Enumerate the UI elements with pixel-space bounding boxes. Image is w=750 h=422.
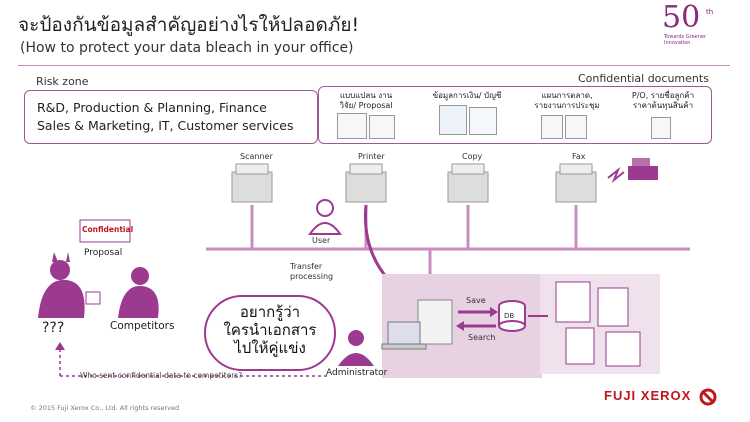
confidential-docs-label: Confidential documents (578, 72, 709, 85)
user-label: User (312, 236, 331, 245)
thought-bubble: อยากรู้ว่า ใครนำเอกสาร ไปให้คู่แข่ง (204, 295, 336, 371)
risk-zone-line-1: R&D, Production & Planning, Finance (37, 100, 267, 115)
proposal-label: Proposal (84, 248, 123, 258)
competitor-figure-icon (118, 267, 159, 318)
question-marks: ??? (42, 320, 65, 336)
slide-subtitle: (How to protect your data bleach in your… (20, 40, 354, 56)
risk-zone-label: Risk zone (36, 75, 89, 88)
printer-icon (345, 163, 387, 203)
printer-label: Printer (358, 152, 385, 161)
search-label: Search (468, 333, 496, 342)
report-thumbnail (541, 115, 563, 139)
doc-item-po: P/O, รายชื่อลูกค้า ราคาต้นทุนสินค้า (631, 91, 695, 110)
save-label: Save (466, 296, 486, 305)
fax-signal-icon (607, 166, 625, 184)
administrator-label: Administrator (326, 368, 388, 378)
fax-label: Fax (572, 152, 586, 161)
save-arrow-head (490, 307, 498, 317)
database-icon (498, 300, 526, 332)
bubble-line-1: อยากรู้ว่า (239, 303, 301, 321)
doc-item-finance: ข้อมูลการเงิน/ บัญชี (432, 91, 502, 100)
handover-document-icon (85, 291, 101, 305)
who-sent-caption: Who sent confidential data to competitor… (80, 371, 243, 380)
fax-device-icon (628, 158, 658, 180)
record-doc-4 (605, 331, 641, 367)
db-label: DB (504, 312, 515, 320)
fax-machine-icon (555, 163, 597, 203)
chart-thumbnail (469, 107, 497, 135)
doc-item-proposal: แบบแปลน งาน วิจัย/ Proposal (339, 91, 393, 110)
brand-logo-text: FUJI XEROX (604, 388, 692, 403)
logo-suffix: th (706, 8, 714, 16)
risk-zone-box: R&D, Production & Planning, Finance Sale… (24, 90, 318, 144)
competitors-label: Competitors (110, 320, 175, 332)
scanner-label: Scanner (240, 152, 273, 161)
copy-label: Copy (462, 152, 483, 161)
copy-icon (447, 163, 489, 203)
slide-title: จะป้องกันข้อมูลสำคัญอย่างไรให้ปลอดภัย! (18, 14, 360, 36)
po-thumbnail (651, 117, 671, 139)
fuji-xerox-logo-icon (699, 388, 717, 406)
search-arrow-head (456, 321, 464, 331)
confidential-document-icon (79, 219, 131, 243)
doc-item-marketing: แผนการตลาด, รายงานการประชุม (534, 91, 600, 110)
confidential-stamp: Confidential (82, 225, 134, 234)
scanner-icon (231, 163, 273, 203)
transfer-label-2: processing (290, 272, 334, 281)
server-icon (417, 299, 453, 345)
minutes-thumbnail (565, 115, 587, 139)
copyright-text: © 2015 Fuji Xerox Co., Ltd. All rights r… (30, 404, 180, 412)
record-doc-2 (597, 287, 629, 327)
bubble-line-2: ใครนำเอกสาร (223, 321, 317, 339)
confidential-docs-box: แบบแปลน งาน วิจัย/ Proposal ข้อมูลการเงิ… (318, 86, 712, 144)
title-divider (18, 65, 730, 66)
dashed-arrow-head (55, 342, 65, 350)
logo-number: 50 (662, 0, 701, 35)
spreadsheet-thumbnail (439, 105, 467, 135)
bubble-line-3: ไปให้คู่แข่ง (234, 339, 306, 357)
user-icon (308, 199, 342, 235)
administrator-icon (338, 330, 374, 366)
blueprint-thumbnail (337, 113, 367, 139)
risk-zone-line-2: Sales & Marketing, IT, Customer services (37, 118, 294, 133)
drawing-thumbnail (369, 115, 395, 139)
record-doc-3 (565, 327, 595, 365)
laptop-icon (381, 321, 427, 350)
transfer-label-1: Transfer (290, 262, 323, 271)
record-doc-1 (555, 281, 591, 323)
devil-figure-icon (38, 252, 85, 318)
